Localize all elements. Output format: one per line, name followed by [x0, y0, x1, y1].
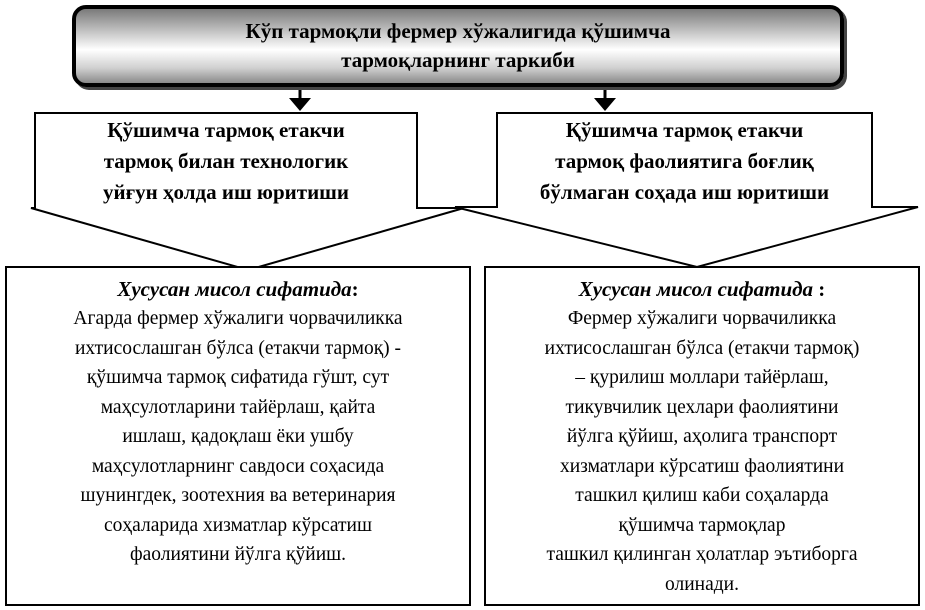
example-text-right: Фермер хўжалиги чорвачиликка ихтисослашг… — [544, 308, 860, 595]
example-text-left: Агарда фермер хўжалиги чорвачиликка ихти… — [73, 308, 403, 565]
example-heading-colon: : — [351, 277, 359, 301]
example-heading-colon: : — [813, 277, 826, 301]
diagram-title: Кўп тармоқли фермер хўжалигида қўшимча т… — [245, 19, 671, 72]
example-heading-right: Хусусан мисол сифатида : — [486, 274, 918, 304]
example-heading-text: Хусусан мисол сифатида — [578, 277, 814, 301]
branch-label-right: Қўшимча тармоқ етакчи тармоқ фаолиятига … — [539, 118, 830, 204]
example-box-right: Хусусан мисол сифатида : Фермер хўжалиги… — [484, 266, 920, 606]
callout-shape-right — [454, 112, 919, 269]
arrowhead-left — [289, 98, 311, 111]
branch-label-left: Қўшимча тармоқ етакчи тармоқ билан техно… — [102, 118, 349, 204]
arrowhead-right — [594, 98, 616, 111]
example-box-left: Хусусан мисол сифатида: Агарда фермер хў… — [5, 266, 471, 606]
callout-shape-left — [30, 112, 465, 272]
title-box: Кўп тармоқли фермер хўжалигида қўшимча т… — [72, 5, 844, 87]
example-heading-left: Хусусан мисол сифатида: — [7, 274, 469, 304]
example-heading-text: Хусусан мисол сифатида — [117, 277, 352, 301]
